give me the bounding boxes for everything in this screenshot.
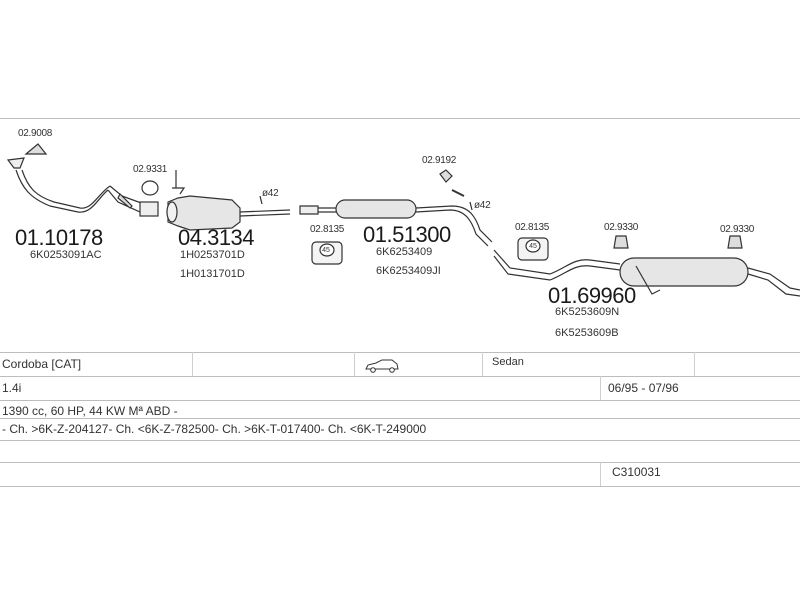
- row-rule-4: [0, 440, 800, 441]
- clamp-part-number: 02.9008: [18, 128, 53, 139]
- table-top-rule: [0, 352, 800, 353]
- hanger-part-number-a: 02.8135: [310, 224, 345, 235]
- exhaust-drawing: 45 45: [6, 143, 800, 297]
- col-divider-4: [694, 352, 695, 376]
- middle-silencer-oem-2: 6K6253409JI: [376, 265, 441, 277]
- gasket-ring-icon: [141, 180, 159, 196]
- middle-silencer-oem-1: 6K6253409: [376, 246, 433, 258]
- table-bottom-rule: [0, 486, 800, 487]
- middle-diameter: ø42: [474, 200, 491, 211]
- mount-part-number-a: 02.9330: [604, 222, 639, 233]
- catalyst-oem-2: 1H0131701D: [180, 268, 245, 280]
- col-divider-1: [192, 352, 193, 376]
- front-pipe-number: 01.10178: [15, 225, 103, 250]
- row-rule-5: [0, 462, 800, 463]
- engine-specs: 1390 cc, 60 HP, 44 KW Mª ABD -: [2, 404, 178, 418]
- middle-silencer-body: [335, 199, 417, 219]
- hanger-part-number-b: 02.8135: [515, 222, 550, 233]
- mount-part-number-b: 02.9330: [720, 224, 755, 235]
- top-divider: [0, 118, 800, 119]
- catalyst-diameter: ø42: [262, 188, 279, 199]
- front-pipe-oem: 6K0253091AC: [30, 249, 102, 261]
- catalyst-body: [167, 195, 241, 231]
- col-divider-5: [600, 376, 601, 400]
- col-divider-2: [354, 352, 355, 376]
- rear-silencer-number: 01.69960: [548, 283, 636, 308]
- bolt-icon: [172, 170, 186, 195]
- row-rule-3: [0, 418, 800, 419]
- rear-silencer-body: [619, 257, 749, 287]
- front-pipe-flange: [6, 157, 25, 169]
- row-rule-2: [0, 400, 800, 401]
- car-sedan-icon: [365, 359, 399, 373]
- catalyst-number: 04.3134: [178, 225, 255, 250]
- rear-silencer-oem-1: 6K5253609N: [555, 306, 620, 318]
- mount-icon-a: [613, 235, 629, 249]
- gasket-part-number: 02.9331: [133, 164, 168, 175]
- col-divider-6: [600, 462, 601, 486]
- front-pipe: [15, 169, 109, 213]
- model-name: Cordoba [CAT]: [2, 357, 82, 371]
- clamp-part-number-b: 02.9192: [422, 155, 457, 166]
- body-type: Sedan: [492, 356, 524, 368]
- system-code: C310031: [612, 465, 661, 479]
- row-rule-1: [0, 376, 800, 377]
- svg-text:45: 45: [529, 243, 537, 250]
- rear-silencer-oem-2: 6K5253609B: [555, 327, 619, 339]
- mount-icon-b: [727, 235, 743, 249]
- clamp-icon-a: [24, 143, 48, 155]
- catalyst-oem-1: 1H0253701D: [180, 249, 245, 261]
- production-years: 06/95 - 07/96: [608, 381, 679, 395]
- engine-size: 1.4i: [2, 381, 22, 395]
- svg-text:45: 45: [322, 247, 330, 254]
- clamp-icon-b: [439, 169, 453, 183]
- chassis-range: - Ch. >6K-Z-204127- Ch. <6K-Z-782500- Ch…: [2, 422, 427, 436]
- middle-silencer-number: 01.51300: [363, 222, 451, 247]
- col-divider-3: [482, 352, 483, 376]
